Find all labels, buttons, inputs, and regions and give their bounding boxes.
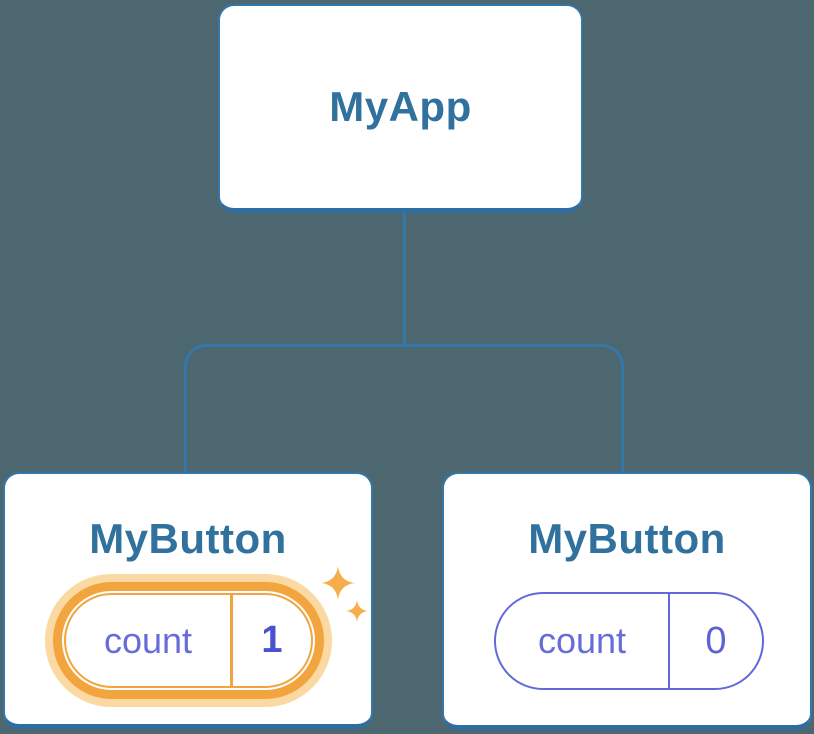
node-myapp-label: MyApp: [329, 83, 472, 130]
sparkles-icon: [321, 566, 368, 622]
state-pill-inner: count 1: [64, 593, 313, 688]
connector-stem: [403, 212, 406, 345]
node-myapp: MyApp: [218, 4, 583, 213]
node-mybutton-2-label: MyButton: [528, 515, 726, 562]
state-value: 1: [230, 595, 311, 686]
node-mybutton-2: MyButton count 0: [442, 472, 812, 730]
state-value: 0: [668, 594, 762, 688]
node-mybutton-1: MyButton count 1: [3, 472, 373, 729]
node-mybutton-1-label: MyButton: [89, 515, 287, 562]
state-pill-highlighted: count 1: [53, 582, 324, 699]
state-pill: count 0: [494, 592, 764, 690]
state-key: count: [537, 620, 627, 661]
state-key: count: [103, 619, 193, 661]
connector-branch: [184, 344, 624, 474]
